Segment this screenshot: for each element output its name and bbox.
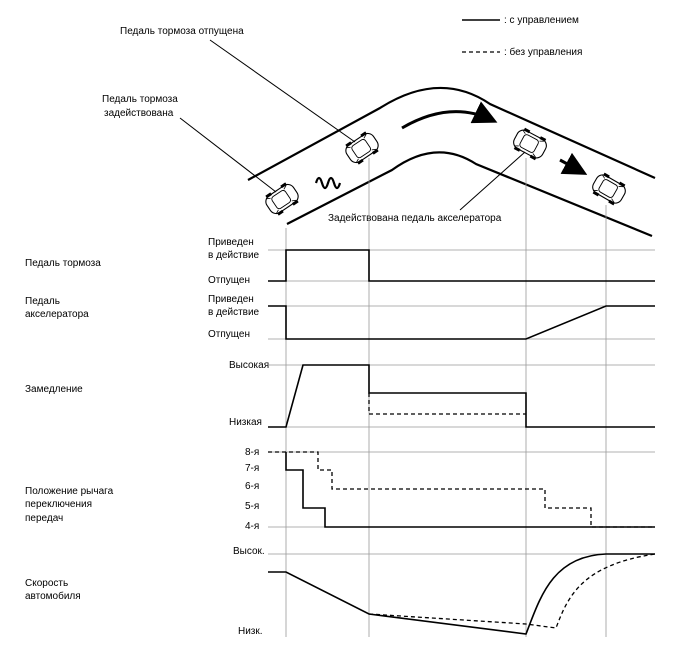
speed-uncontrolled-curve <box>368 553 656 629</box>
gear-tick-8: 8-я <box>245 447 259 458</box>
gear-controlled-curve <box>285 452 655 528</box>
curve-motion-arrow <box>401 101 498 130</box>
deceleration-controlled-curve <box>268 364 655 428</box>
deceleration-row: Замедление Высокая Низкая <box>25 360 655 428</box>
car-exiting <box>588 170 630 208</box>
gear-label-line3: передач <box>25 513 63 524</box>
accel-applied-leader <box>459 151 526 211</box>
accel-pedal-label-line1: Педаль <box>25 296 60 307</box>
brake-pedal-signal <box>268 249 655 282</box>
brake-pedal-high-line2: в действие <box>208 250 260 261</box>
road-illustration <box>247 86 656 238</box>
brake-applied-label-line2: задействована <box>104 108 174 119</box>
time-markers <box>285 158 607 637</box>
brake-pedal-high-line1: Приведен <box>208 237 254 248</box>
gear-tick-5: 5-я <box>245 501 259 512</box>
deceleration-high: Высокая <box>229 360 269 371</box>
gear-uncontrolled-curve <box>268 451 655 528</box>
deceleration-uncontrolled-curve <box>368 393 526 415</box>
legend-uncontrolled-label: : без управления <box>504 46 582 58</box>
brake-applied-label-line1: Педаль тормоза <box>102 94 178 105</box>
accel-pedal-signal <box>268 305 655 340</box>
accel-pedal-row: Педаль акселератора Приведен в действие … <box>25 294 655 340</box>
deceleration-squiggle <box>314 176 342 190</box>
car-brake-released <box>341 128 383 168</box>
gear-tick-6: 6-я <box>245 481 259 492</box>
car-accelerating <box>509 125 551 163</box>
speed-high: Высок. <box>233 546 265 557</box>
speed-controlled-curve <box>268 553 655 635</box>
brake-pedal-row: Педаль тормоза Приведен в действие Отпущ… <box>25 237 655 286</box>
gear-label-line1: Положение рычага <box>25 486 114 497</box>
road-outer-edge <box>247 86 656 181</box>
accel-pedal-high-line1: Приведен <box>208 294 254 305</box>
gear-row: Положение рычага переключения передач 8-… <box>25 447 655 532</box>
accel-pedal-label-line2: акселератора <box>25 309 89 320</box>
speed-label-line2: автомобиля <box>25 590 81 602</box>
gear-tick-7: 7-я <box>245 463 259 474</box>
speed-row: Скорость автомобиля Высок. Низк. <box>25 546 656 637</box>
gear-tick-4: 4-я <box>245 521 259 532</box>
exit-motion-arrow <box>559 152 588 175</box>
brake-released-label: Педаль тормоза отпущена <box>120 26 244 37</box>
legend: : с управлением : без управления <box>462 15 582 58</box>
speed-label-line1: Скорость <box>25 578 68 589</box>
accel-pedal-low: Отпущен <box>208 329 250 340</box>
brake-pedal-low: Отпущен <box>208 275 250 286</box>
deceleration-label: Замедление <box>25 384 83 395</box>
accel-pedal-high-line2: в действие <box>208 307 260 318</box>
deceleration-low: Низкая <box>229 417 262 428</box>
legend-controlled-label: : с управлением <box>504 15 579 26</box>
gear-label-line2: переключения <box>25 499 92 510</box>
speed-low: Низк. <box>238 626 263 637</box>
accel-applied-label: Задействована педаль акселератора <box>328 213 502 224</box>
brake-released-leader <box>209 39 356 143</box>
brake-applied-leader <box>179 117 277 193</box>
road-inner-edge <box>286 151 653 238</box>
brake-pedal-label: Педаль тормоза <box>25 258 101 269</box>
